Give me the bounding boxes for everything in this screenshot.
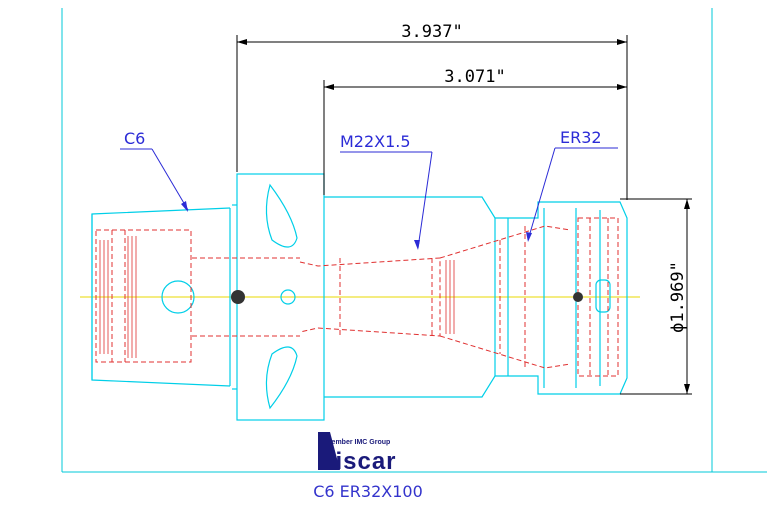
overall-length-label: 3.937" [401, 22, 462, 42]
dimension-lines [236, 35, 692, 395]
collet-callout: ER32 [560, 128, 602, 147]
thread-callout: M22X1.5 [340, 132, 411, 151]
shank-callout: C6 [124, 129, 145, 148]
iscar-logo: Member IMC Group iscar [318, 432, 396, 475]
callout-arrows [181, 201, 532, 250]
holder-outline [91, 173, 628, 421]
logo-tagline: Member IMC Group [326, 439, 391, 446]
dimension-arrows [237, 39, 690, 394]
projection-length-label: 3.071" [444, 67, 505, 87]
thread-hatch [99, 236, 455, 358]
frame-lines [61, 8, 767, 473]
logo-mark [318, 432, 340, 470]
callout-leaders [120, 147, 618, 249]
center-mark-left [231, 290, 245, 304]
logo-brand: iscar [335, 448, 396, 475]
center-mark-right [573, 292, 583, 302]
diameter-label: ϕ1.969" [668, 261, 688, 333]
drawing-caption: C6 ER32X100 [313, 482, 423, 501]
